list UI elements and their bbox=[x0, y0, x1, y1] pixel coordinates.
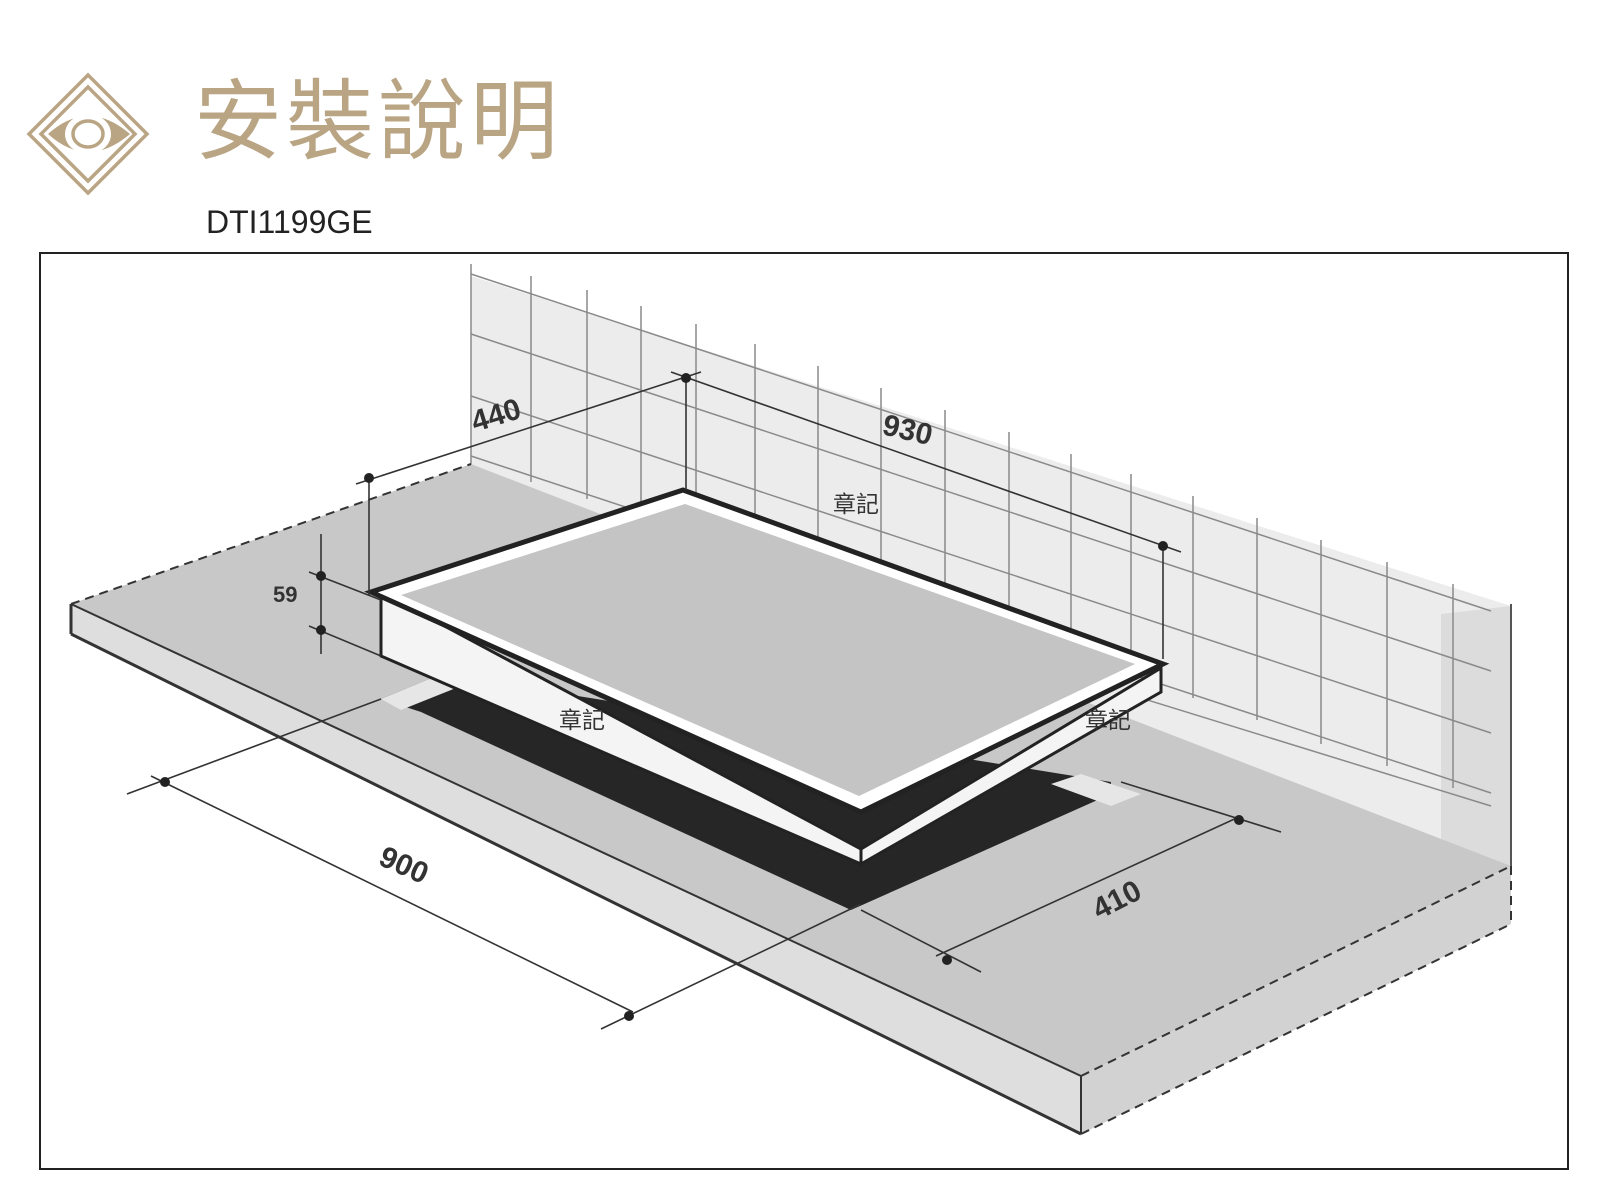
dimension-label-cutout-width: 900 bbox=[374, 840, 433, 891]
watermark-stamp: 章記 bbox=[1085, 708, 1131, 734]
diamond-eye-logo-icon bbox=[26, 72, 150, 196]
induction-hob bbox=[364, 487, 1170, 867]
installation-diagram-drawing: 440 930 59 900 410 章記 章記 章記 bbox=[69, 264, 1512, 1136]
watermark-stamp: 章記 bbox=[559, 708, 605, 734]
dimension-label-height: 59 bbox=[273, 582, 297, 607]
dimension-points bbox=[160, 373, 1244, 1021]
page-title: 安裝說明 bbox=[194, 70, 563, 173]
watermark-stamp: 章記 bbox=[833, 492, 879, 518]
installation-diagram: 440 930 59 900 410 章記 章記 章記 bbox=[39, 252, 1569, 1170]
dimension-lines bbox=[126, 371, 1282, 1030]
model-number: DTI1199GE bbox=[206, 204, 373, 240]
